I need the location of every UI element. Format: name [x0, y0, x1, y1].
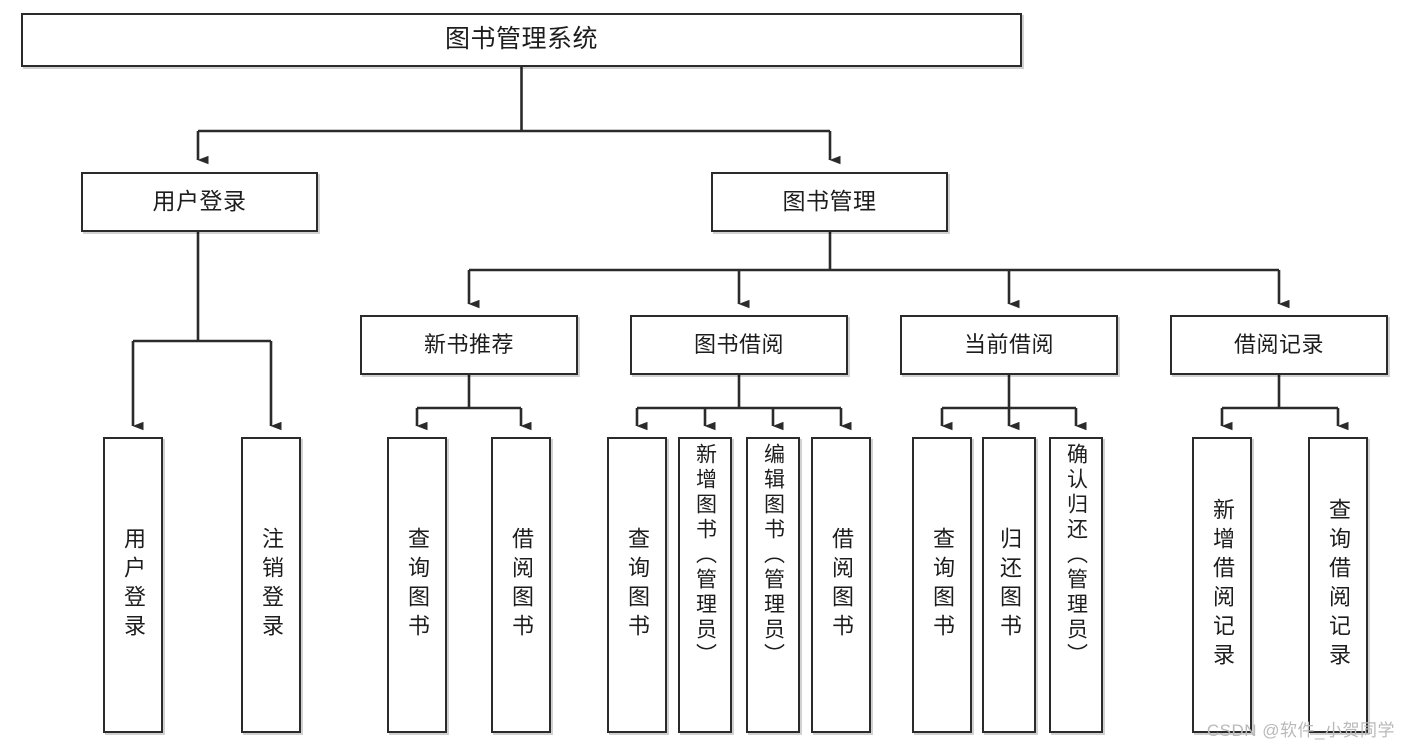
- leaf-label: 归还图书: [997, 527, 1022, 643]
- node-label: 图书管理系统: [444, 25, 598, 54]
- leaf-label: 用户登录: [121, 527, 146, 643]
- leaf-label: 注销登录: [259, 527, 284, 643]
- leaf-query-record[interactable]: 查询借阅记录: [1308, 437, 1368, 733]
- leaf-borrow-book-1[interactable]: 借阅图书: [491, 437, 551, 733]
- leaf-label: 查询借阅记录: [1326, 498, 1351, 672]
- leaf-query-book-1[interactable]: 查询图书: [387, 437, 447, 733]
- leaf-label: 新增借阅记录: [1210, 498, 1235, 672]
- node-new-book-recommend[interactable]: 新书推荐: [360, 315, 578, 375]
- node-label: 当前借阅: [963, 331, 1054, 357]
- leaf-label: 查询图书: [930, 527, 955, 643]
- leaf-label: 确认归还（管理员）: [1064, 443, 1088, 668]
- leaf-label: 借阅图书: [829, 527, 854, 643]
- node-book-borrow[interactable]: 图书借阅: [630, 315, 848, 375]
- leaf-label: 查询图书: [405, 527, 430, 643]
- leaf-confirm-return[interactable]: 确认归还（管理员）: [1049, 437, 1103, 733]
- leaf-user-logout[interactable]: 注销登录: [241, 437, 301, 733]
- leaf-label: 查询图书: [625, 527, 650, 643]
- leaf-user-login[interactable]: 用户登录: [103, 437, 163, 733]
- leaf-query-book-2[interactable]: 查询图书: [607, 437, 667, 733]
- node-label: 图书借阅: [693, 331, 784, 357]
- node-user-login[interactable]: 用户登录: [81, 172, 318, 232]
- leaf-query-book-3[interactable]: 查询图书: [912, 437, 972, 733]
- leaf-borrow-book-2[interactable]: 借阅图书: [811, 437, 871, 733]
- leaf-label: 编辑图书（管理员）: [761, 443, 785, 668]
- node-book-management-system[interactable]: 图书管理系统: [21, 13, 1022, 67]
- node-label: 新书推荐: [423, 331, 514, 357]
- leaf-label: 新增图书（管理员）: [693, 443, 717, 668]
- leaf-return-book[interactable]: 归还图书: [982, 437, 1036, 733]
- node-borrow-record[interactable]: 借阅记录: [1170, 315, 1388, 375]
- leaf-add-book[interactable]: 新增图书（管理员）: [678, 437, 732, 733]
- node-label: 用户登录: [152, 188, 247, 215]
- node-book-management[interactable]: 图书管理: [711, 172, 948, 232]
- leaf-add-record[interactable]: 新增借阅记录: [1192, 437, 1252, 733]
- leaf-label: 借阅图书: [509, 527, 534, 643]
- node-label: 借阅记录: [1233, 331, 1324, 357]
- node-current-borrow[interactable]: 当前借阅: [900, 315, 1118, 375]
- leaf-edit-book[interactable]: 编辑图书（管理员）: [746, 437, 800, 733]
- node-label: 图书管理: [782, 188, 877, 215]
